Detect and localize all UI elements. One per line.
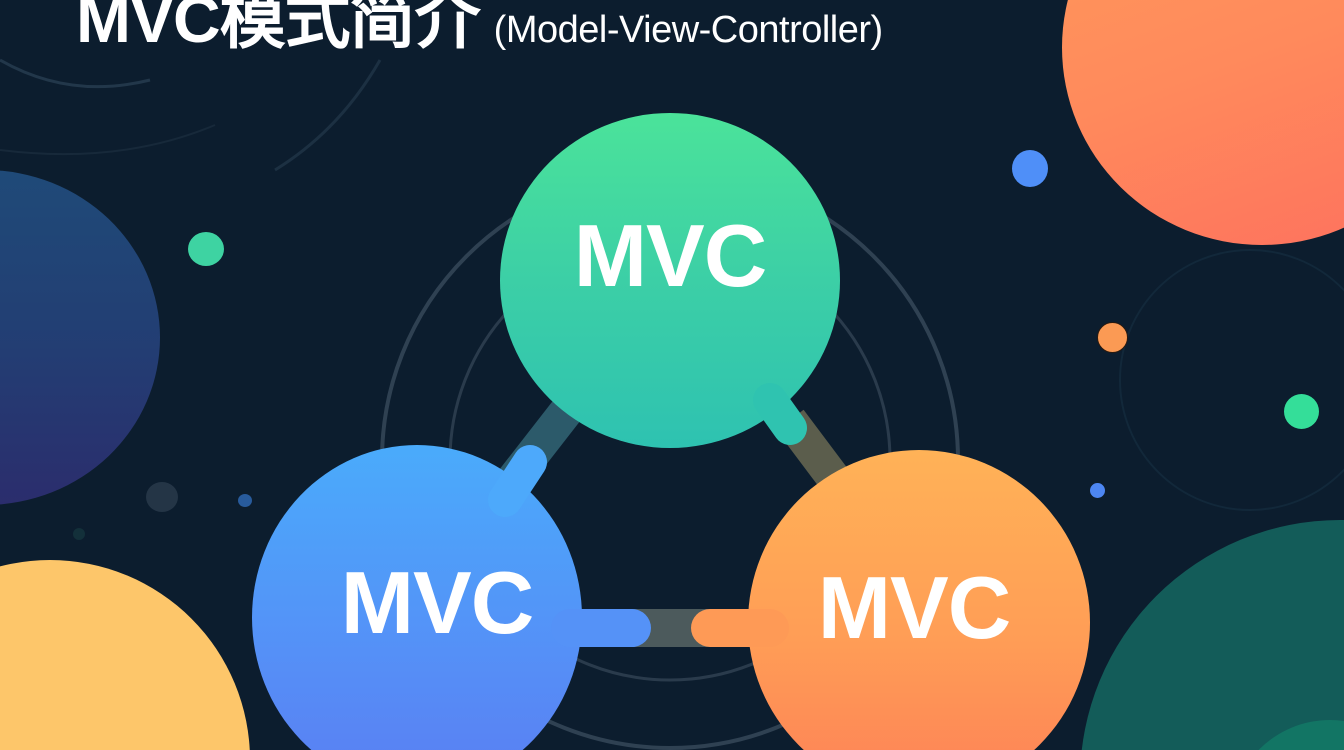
node-label: MVC bbox=[817, 557, 1012, 657]
title-subtitle: (Model-View-Controller) bbox=[493, 9, 884, 51]
mvc-node-right: MVC bbox=[748, 450, 1090, 750]
dot-grey bbox=[146, 482, 178, 512]
page-title: MVC模式简介 (Model-View-Controller) bbox=[76, 0, 883, 52]
node-label: MVC bbox=[573, 205, 768, 305]
node-label: MVC bbox=[340, 552, 535, 652]
dot-blue-small bbox=[238, 494, 252, 507]
title-main: MVC模式简介 bbox=[76, 0, 481, 56]
dot-grey-small bbox=[73, 528, 85, 540]
dot-orange bbox=[1097, 322, 1128, 353]
dot-blue bbox=[1012, 150, 1048, 187]
dot-blue-small bbox=[1090, 483, 1105, 498]
dot-green bbox=[1284, 394, 1319, 429]
dot-green bbox=[188, 232, 224, 266]
